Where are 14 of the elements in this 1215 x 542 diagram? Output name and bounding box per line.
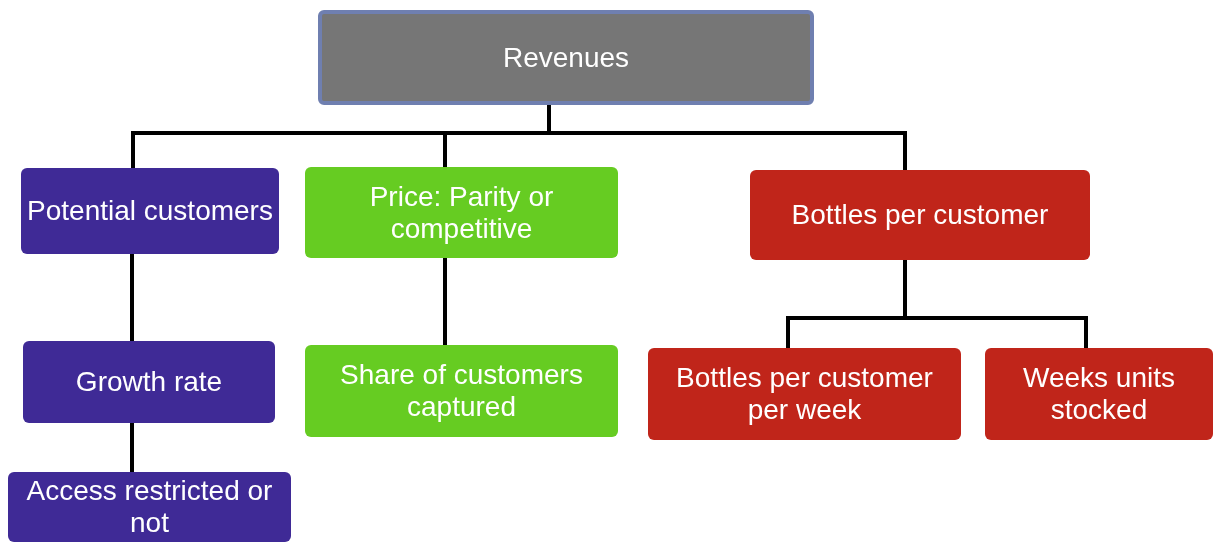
category-box: Growth rate [23,341,275,423]
category-box: Share of customers captured [305,345,618,437]
connector-line [130,423,134,472]
category-box: Bottles per customer per week [648,348,961,440]
connector-line [547,105,907,170]
category-box: Price: Parity or competitive [305,167,618,258]
category-box: Access restricted or not [8,472,291,542]
connector-line [903,260,1088,348]
category-box: Potential customers [21,168,279,254]
category-box: Revenues [318,10,814,105]
connector-line [443,258,447,345]
connector-line [130,254,134,341]
category-box: Bottles per customer [750,170,1090,260]
category-box: Weeks units stocked [985,348,1213,440]
